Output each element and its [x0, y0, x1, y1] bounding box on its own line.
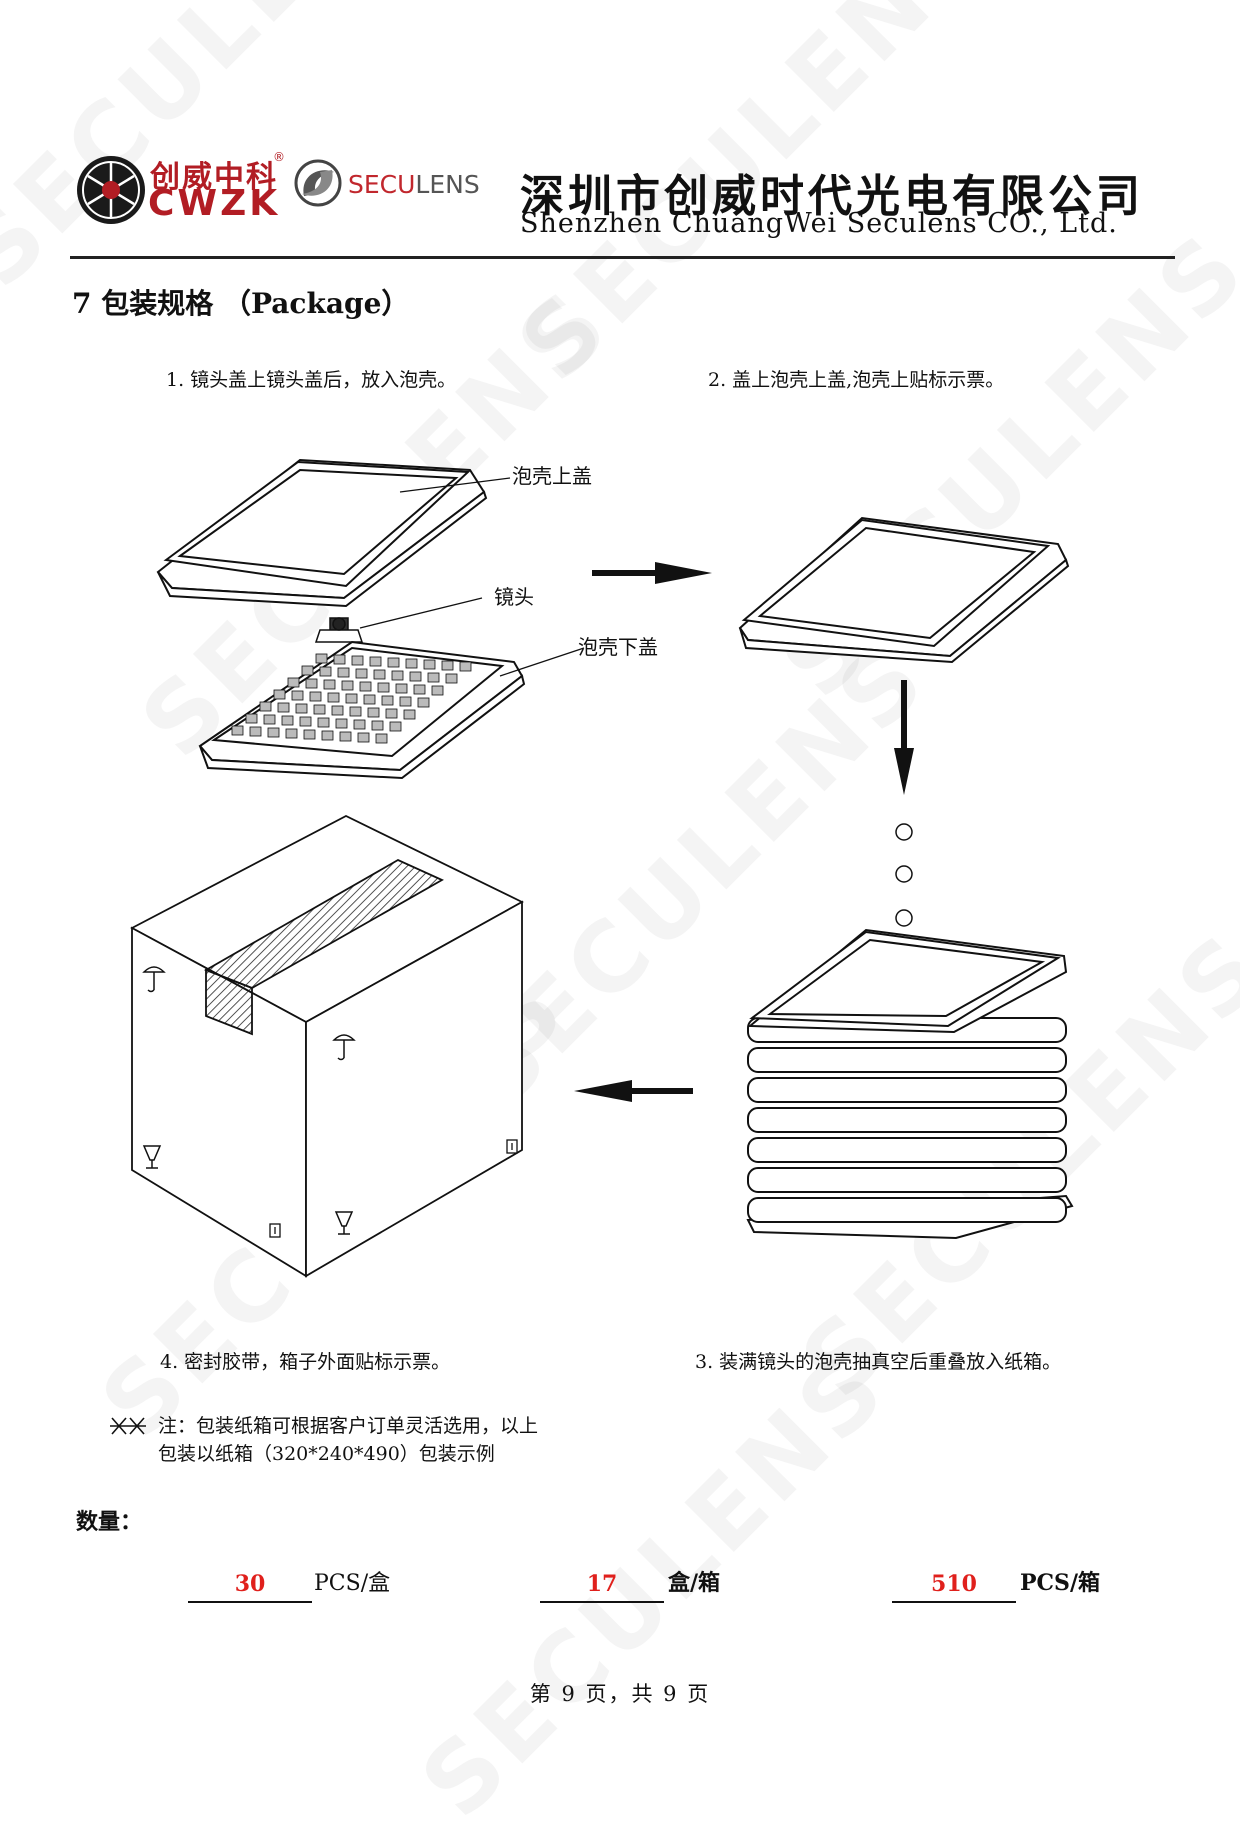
lens-drawing [314, 597, 483, 643]
quantity-item-per-carton: 510 PCS/箱 [892, 1565, 1100, 1603]
arrow-down-icon [894, 680, 914, 795]
umbrella-icon-1 [142, 966, 166, 993]
quantity-item-boxes-per-carton: 17 盒/箱 [540, 1565, 720, 1603]
callout-bottom-tray: 泡壳下盖 [578, 635, 658, 659]
company-name-cn: 深圳市创威时代光电有限公司 [520, 171, 1144, 222]
carton-box-drawing [130, 814, 524, 1278]
glass-icon-2 [334, 1211, 354, 1235]
glass-icon-1 [142, 1145, 162, 1169]
registered-mark: ® [273, 150, 285, 164]
step-1-caption: 1. 镜头盖上镜头盖后，放入泡壳。 [166, 369, 457, 391]
quantity-unit: PCS/箱 [1020, 1570, 1100, 1596]
blister-stack-drawing [746, 928, 1074, 1240]
up-arrow-label-icon-1 [269, 1223, 281, 1238]
quantity-value: 30 [188, 1571, 312, 1603]
step-3-caption: 3. 装满镜头的泡壳抽真空后重叠放入纸箱。 [695, 1351, 1062, 1373]
note-line-1: 注：包装纸箱可根据客户订单灵活选用，以上 [158, 1415, 539, 1437]
callout-top-cover: 泡壳上盖 [512, 464, 592, 488]
quantity-value: 17 [540, 1571, 664, 1603]
quantity-label: 数量： [76, 1509, 143, 1535]
callout-lens: 镜头 [494, 585, 534, 609]
quantity-unit: PCS/盒 [314, 1571, 391, 1596]
step-2-caption: 2. 盖上泡壳上盖,泡壳上贴标示票。 [708, 369, 1005, 391]
up-arrow-label-icon-2 [506, 1139, 518, 1154]
watermark-7: SECULENS [780, 911, 1240, 1420]
quantity-value: 510 [892, 1571, 1016, 1603]
arrow-right-icon [592, 562, 712, 584]
stack-continuation-dots [895, 823, 913, 977]
brand-name-cn: 创威中科 [150, 160, 278, 195]
brand-name-en: CWZK [148, 183, 281, 224]
seculens-part-lens: LENS [415, 170, 480, 199]
watermark-4: SECULENS [760, 211, 1240, 720]
package-note: 注：包装纸箱可根据客户订单灵活选用，以上 包装以纸箱（320*240*490）包… [158, 1412, 538, 1468]
section-title: 7 包装规格 （Package） [72, 287, 410, 320]
blister-top-cover-drawing [156, 458, 511, 608]
step-4-caption: 4. 密封胶带，箱子外面贴标示票。 [160, 1351, 451, 1373]
page-number: 第 9 页，共 9 页 [529, 1682, 711, 1706]
quantity-unit: 盒/箱 [668, 1570, 721, 1596]
blister-closed-drawing [738, 516, 1070, 664]
watermark-6: SECULENS [80, 951, 589, 1460]
watermark-5: SECULENS [440, 621, 949, 1130]
arrow-left-icon [574, 1080, 693, 1102]
packaging-illustration [110, 458, 1074, 1435]
seculens-logo-text: SECULENS [348, 170, 480, 199]
note-line-2: 包装以纸箱（320*240*490）包装示例 [158, 1443, 495, 1465]
watermark-3: SECULENS [120, 271, 629, 780]
company-name-en: Shenzhen ChuangWei Seculens CO., Ltd. [520, 208, 1118, 239]
blister-bottom-tray-drawing [198, 640, 585, 780]
note-star-icon [110, 1417, 146, 1435]
seculens-part-secu: SECU [348, 170, 416, 199]
quantity-item-per-box: 30 PCS/盒 [188, 1565, 390, 1603]
umbrella-icon-2 [332, 1034, 356, 1061]
